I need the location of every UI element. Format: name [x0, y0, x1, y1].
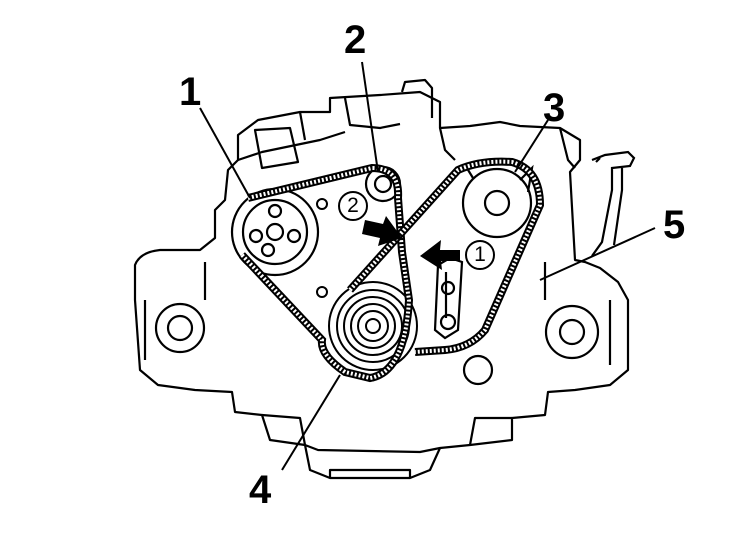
callout-3: 3	[543, 86, 566, 130]
left-engine-mount	[143, 300, 206, 360]
callout-1: 1	[179, 70, 202, 114]
callout-4: 4	[249, 468, 272, 512]
callout-5: 5	[663, 203, 686, 247]
step-marker-1: 1	[465, 240, 495, 270]
power-steering-pulley	[461, 160, 534, 239]
belt-1	[239, 163, 414, 383]
mounting-bolt	[316, 198, 328, 298]
belt-tensioner	[433, 256, 464, 340]
belt-2	[347, 157, 545, 356]
right-engine-mount	[544, 300, 612, 365]
callout-2: 2	[344, 18, 367, 62]
arrow-right-icon	[362, 216, 402, 246]
leader-lines	[199, 61, 656, 471]
step-marker-2: 2	[338, 191, 368, 221]
engine-block	[133, 78, 630, 480]
arrow-left-icon	[420, 240, 460, 270]
oil-filler-tube	[591, 150, 636, 257]
lower-small-pulley	[462, 354, 494, 386]
